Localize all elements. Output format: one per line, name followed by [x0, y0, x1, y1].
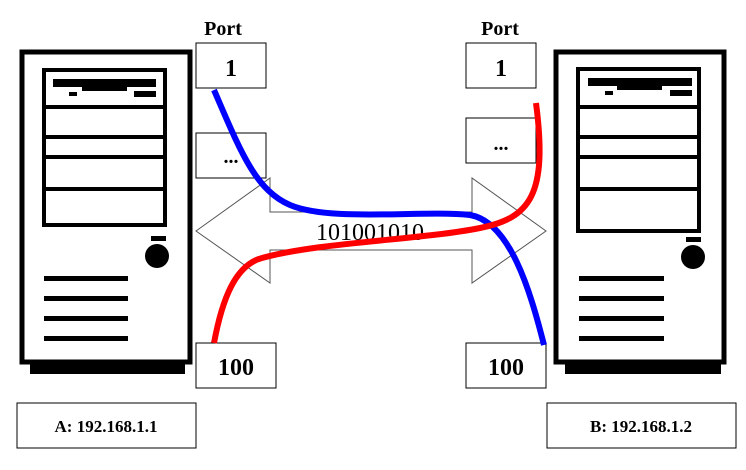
- port-header-b: Port: [481, 18, 519, 40]
- computer-b-icon: [553, 49, 727, 374]
- port-label-b-ellipsis: ...: [494, 133, 509, 155]
- port-box-a-1: [195, 42, 267, 89]
- computer-a-icon: [19, 49, 193, 374]
- address-box-b: [546, 402, 737, 449]
- address-box-a: [16, 402, 197, 449]
- connection-red-line: [211, 102, 543, 344]
- port-label-a-1: 1: [225, 56, 237, 82]
- port-label-b-100: 100: [488, 355, 524, 381]
- port-label-a-100: 100: [218, 355, 254, 381]
- connection-blue-line: [211, 88, 547, 346]
- port-label-a-ellipsis: ...: [224, 146, 239, 168]
- port-box-b-100: [465, 342, 547, 389]
- port-box-a-100: [195, 342, 277, 389]
- bidirectional-arrow-icon: [195, 177, 547, 284]
- address-label-b: B: 192.168.1.2: [590, 417, 692, 436]
- port-box-b-ellipsis: [465, 117, 537, 164]
- port-box-b-1: [465, 42, 537, 89]
- address-label-a: A: 192.168.1.1: [55, 417, 158, 436]
- port-header-a: Port: [204, 18, 242, 40]
- port-label-b-1: 1: [495, 56, 507, 82]
